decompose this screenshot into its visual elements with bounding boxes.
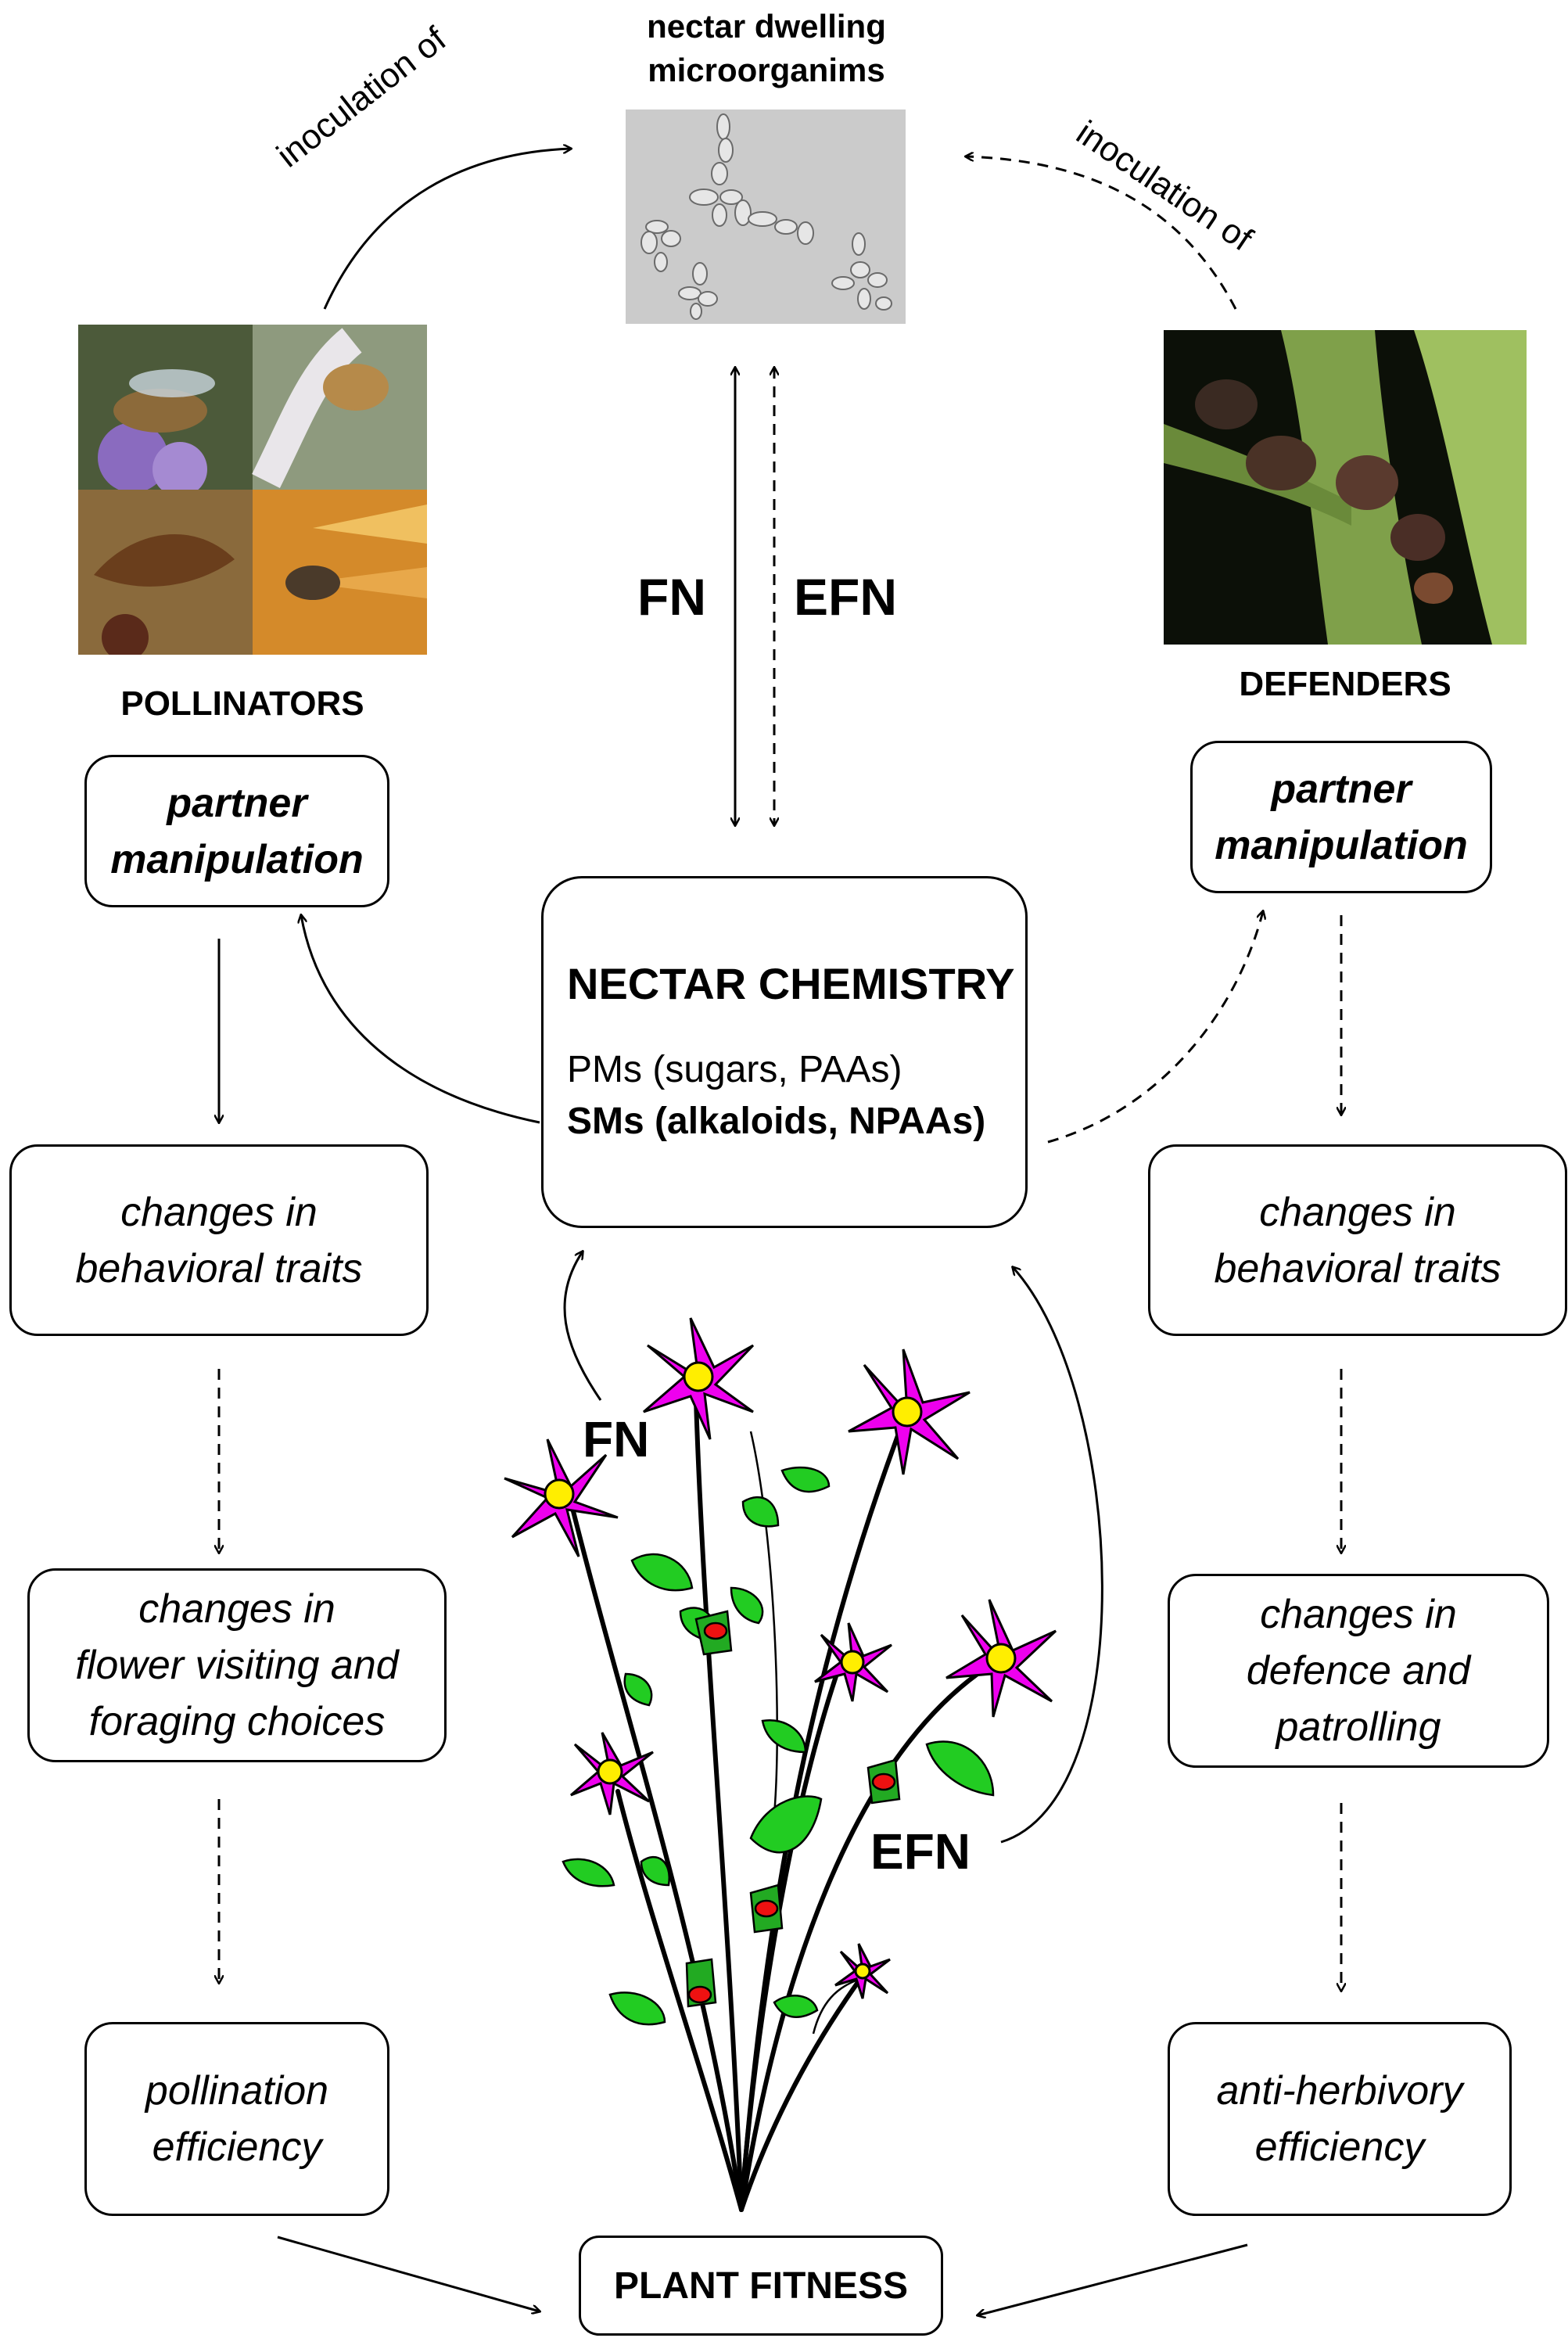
flower — [570, 1732, 654, 1815]
microorganisms-photo — [626, 110, 906, 324]
leaf — [608, 1991, 666, 2026]
leaf — [623, 1672, 653, 1707]
arrow-right-to-fitness — [978, 2243, 1248, 2315]
defenders-label: DEFENDERS — [1239, 665, 1451, 703]
arrow-left-to-fitness — [277, 2236, 540, 2311]
plant-fn-label: FN — [583, 1411, 650, 1467]
plant-efn-label: EFN — [870, 1823, 971, 1880]
leaf — [925, 1740, 995, 1797]
nectar-chemistry-title: NECTAR CHEMISTRY — [567, 959, 1015, 1008]
flower — [643, 1317, 755, 1440]
flower — [814, 1622, 892, 1702]
plant-fitness-box: PLANT FITNESS — [579, 2236, 943, 2336]
microorganisms-title: nectar dwelling microorganims — [647, 8, 886, 88]
fn-label: FN — [637, 568, 706, 626]
pollinators-photos — [78, 325, 427, 655]
secondary-metabolites: SMs (alkaloids, NPAAs) — [567, 1101, 986, 1142]
pollinators-photo-collage — [78, 325, 427, 655]
flower — [945, 1599, 1057, 1718]
pollinators-label: POLLINATORS — [120, 684, 364, 723]
leaf — [780, 1466, 831, 1493]
yeast-cells-illustration — [626, 110, 906, 324]
arrow-chem-to-defender-manip — [1047, 911, 1263, 1144]
ant-photo — [1164, 330, 1527, 645]
plant-illustration — [504, 1317, 1057, 2212]
flower — [504, 1438, 619, 1557]
leaf — [761, 1718, 807, 1754]
flower — [848, 1349, 971, 1475]
leaf — [749, 1795, 823, 1854]
arrow-plant-fn-to-chem — [563, 1252, 602, 1401]
leaf — [773, 1995, 819, 2018]
leaf — [730, 1586, 764, 1625]
pollinators-partner-manipulation-box: partner manipulation — [84, 755, 389, 907]
leaf — [562, 1858, 615, 1887]
efn-label: EFN — [794, 568, 897, 626]
arrow-plant-efn-to-chem — [1000, 1267, 1103, 1844]
defence-patrolling-box: changes in defence and patrolling — [1168, 1574, 1549, 1768]
leaf — [630, 1553, 694, 1592]
pollinators-behavioral-traits-box: changes in behavioral traits — [9, 1144, 429, 1336]
arrow-pollinators-inoculation — [323, 149, 571, 310]
defenders-partner-manipulation-box: partner manipulation — [1190, 741, 1492, 893]
leaf — [640, 1856, 671, 1887]
pollinators-foraging-choices-box: changes in flower visiting and foraging … — [27, 1568, 447, 1762]
leaf — [741, 1496, 780, 1528]
arrow-defenders-inoculation — [966, 156, 1237, 310]
defenders-behavioral-traits-box: changes in behavioral traits — [1148, 1144, 1567, 1336]
arrow-chem-to-pollinator-manip — [301, 915, 540, 1124]
primary-metabolites: PMs (sugars, PAAs) — [567, 1049, 902, 1090]
pollination-efficiency-box: pollination efficiency — [84, 2022, 389, 2216]
flower — [834, 1943, 891, 1999]
defenders-photo — [1164, 330, 1527, 645]
nectar-chemistry-box: NECTAR CHEMISTRY PMs (sugars, PAAs) SMs … — [541, 876, 1028, 1228]
anti-herbivory-efficiency-box: anti-herbivory efficiency — [1168, 2022, 1512, 2216]
